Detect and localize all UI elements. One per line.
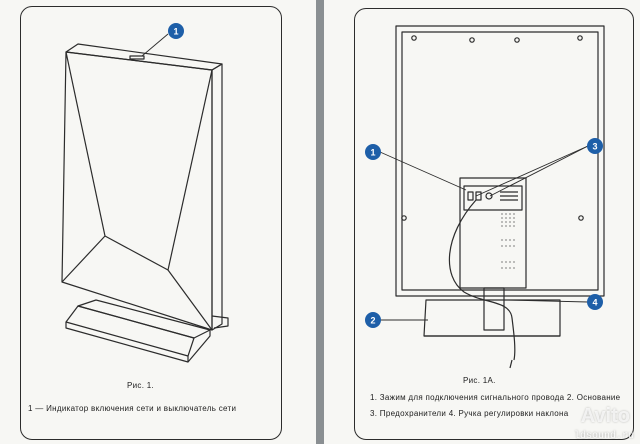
callout-1-badge: 1 <box>168 23 184 39</box>
callout-3-label: 3 <box>592 142 597 152</box>
avito-watermark: Avito <box>580 405 630 427</box>
speaker-front-drawing: 1 <box>61 23 229 363</box>
callout-1-badge-right: 1 <box>365 144 381 160</box>
figure-legend: 1 — Индикатор включения сети и выключате… <box>28 404 237 413</box>
right-page: 1 3 2 4 Рис. 1А. 1. Зажим для подключени… <box>324 0 640 444</box>
figure-caption-right: Рис. 1А. <box>463 376 496 385</box>
right-page-border <box>354 8 634 440</box>
callout-1-label: 1 <box>173 27 178 37</box>
left-page: 1 Рис. 1. 1 — Индикатор включения сети и… <box>0 0 316 444</box>
callout-1-label-right: 1 <box>370 148 375 158</box>
callout-4-badge: 4 <box>587 294 603 310</box>
speaker-rear-drawing: 1 3 2 4 <box>365 25 605 369</box>
callout-2-label: 2 <box>370 316 375 326</box>
vent-pattern <box>501 213 515 269</box>
callout-4-label: 4 <box>592 298 597 308</box>
figure-legend-line-2: 3. Предохранители 4. Ручка регулировки н… <box>370 409 569 418</box>
figure-legend-line-1: 1. Зажим для подключения сигнального про… <box>370 393 621 402</box>
left-page-border <box>20 6 282 440</box>
site-watermark: ldsound.ru <box>573 431 634 442</box>
figure-caption: Рис. 1. <box>127 381 155 390</box>
callout-2-badge: 2 <box>365 312 381 328</box>
callout-3-badge: 3 <box>587 138 603 154</box>
